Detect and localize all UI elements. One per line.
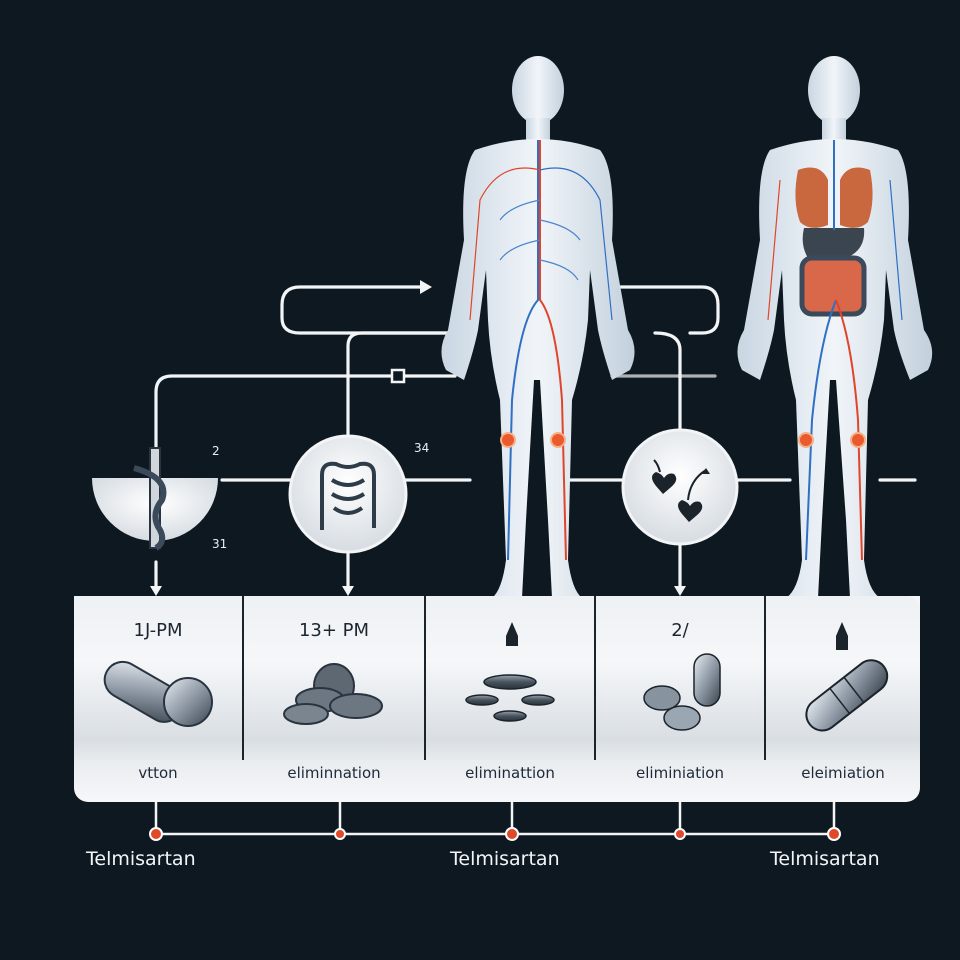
panel-stage-label: eliminiation xyxy=(636,764,724,782)
panel-time: 1J-PM xyxy=(133,620,183,641)
stomach-icon xyxy=(133,447,167,551)
lung-right xyxy=(840,167,873,228)
cherries-icon xyxy=(652,459,710,522)
svg-text:31: 31 xyxy=(212,537,227,551)
panel-stage-label: eleimiation xyxy=(801,764,885,782)
dosage-panel-strip: 1J-PM vtton 13+ PM eliminnation xyxy=(74,596,920,802)
drug-label: Telmisartan xyxy=(770,848,880,870)
intestines xyxy=(799,255,867,317)
panel-stage-label: eliminnation xyxy=(287,764,381,782)
panel-stage-label: vtton xyxy=(138,764,178,782)
panel-time: 2/ xyxy=(671,620,689,641)
panel-2: 13+ PM eliminnation xyxy=(244,596,426,782)
svg-text:34: 34 xyxy=(414,441,429,455)
panel-4: 2/ eliminiation xyxy=(596,596,766,782)
timeline-marker xyxy=(505,827,519,841)
mixed-pills-icon xyxy=(643,653,721,731)
panel-1: 1J-PM vtton xyxy=(74,596,244,782)
figure-organs xyxy=(737,56,933,598)
knee-marker xyxy=(500,432,516,448)
timeline-marker xyxy=(674,828,686,840)
panel-stage-label: eliminattion xyxy=(465,764,555,782)
panel-time: 13+ PM xyxy=(298,620,370,641)
up-arrow-icon xyxy=(836,622,848,650)
lung-left xyxy=(795,167,828,228)
intestine-icon xyxy=(320,461,376,530)
up-arrow-icon xyxy=(506,622,518,646)
intestine-node xyxy=(288,434,408,554)
capsule-icon xyxy=(805,659,889,732)
drug-label: Telmisartan xyxy=(86,848,196,870)
panel-3: eliminattion xyxy=(426,596,596,782)
timeline-marker xyxy=(334,828,346,840)
flat-tablets-icon xyxy=(465,674,555,722)
drug-label: Telmisartan xyxy=(450,848,560,870)
knee-marker xyxy=(550,432,566,448)
capsule-tablet-icon xyxy=(103,660,213,727)
timeline-marker xyxy=(827,827,841,841)
knee-marker xyxy=(850,432,866,448)
panel-5: eleimiation xyxy=(766,596,920,782)
figure-circulatory xyxy=(441,56,635,598)
svg-text:2: 2 xyxy=(212,444,220,458)
knee-marker xyxy=(798,432,814,448)
pebble-tablets-icon xyxy=(283,663,383,725)
stomach xyxy=(802,228,865,258)
cherries-node xyxy=(621,428,739,546)
timeline-marker xyxy=(149,827,163,841)
